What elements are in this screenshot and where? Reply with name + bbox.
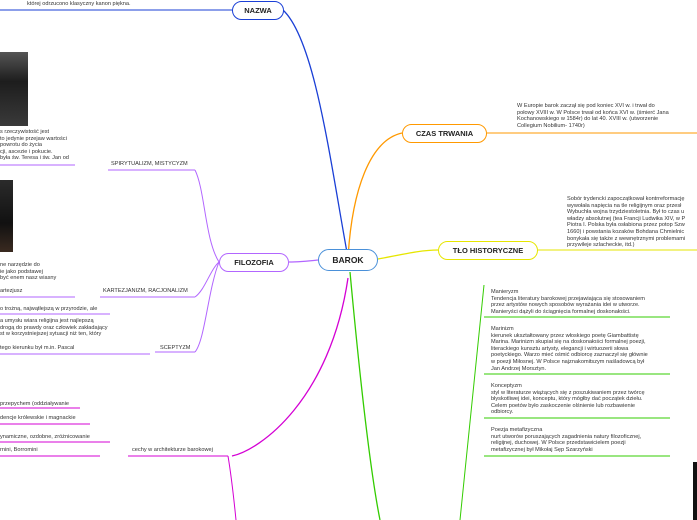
connector-scept	[194, 261, 220, 353]
label-sceptyzm[interactable]: SCEPTYZM	[160, 345, 191, 351]
kartezjanizm-text: ne narzędzie do ie jako podstawej być en…	[0, 262, 57, 282]
branch-tlo-historyczne[interactable]: TŁO HISTORYCZNE	[438, 241, 538, 260]
portrait-image-1	[0, 52, 28, 126]
connector-tlo	[377, 249, 439, 260]
sceptyzm-text-a: o trożną, najwątłejszą w przyrodzie, ale	[0, 306, 98, 312]
connector-nazwa	[282, 9, 349, 259]
connector-nurty	[349, 271, 381, 520]
portrait-image-2	[0, 180, 13, 252]
konceptyzm-text: Konceptyzm styl w literaturze wiążących …	[491, 383, 645, 416]
architecture-text-d: rnini, Borromini	[0, 447, 38, 453]
architecture-text-c: ynamiczne, ozdobne, zróżnicowanie	[0, 434, 90, 440]
poezja-metafizyczna-text: Poezja metafizyczna nurt utworów porusza…	[491, 427, 642, 453]
nazwa-text: której odrzucono klasyczny kanon piękna.	[27, 1, 131, 7]
connector-nurty-vertical	[459, 284, 485, 520]
sceptyzm-text-c: tego kierunku był m.in. Pascal	[0, 345, 75, 351]
connector-kart	[194, 261, 220, 298]
connector-arch	[231, 277, 349, 457]
center-node[interactable]: BAROK	[318, 249, 378, 271]
tlo-text: Sobór trydencki zapoczątkował kontrrefor…	[567, 196, 686, 249]
architecture-text-a: przepychem (oddziaływanie	[0, 401, 70, 407]
connector-spir	[194, 169, 220, 263]
edge-image-fragment	[693, 462, 697, 520]
connector-arch-down	[227, 455, 237, 520]
branch-czas-trwania[interactable]: CZAS TRWANIA	[402, 124, 487, 143]
label-kartezjanizm[interactable]: KARTEZJANIZM, RACJONALIZM	[103, 288, 188, 294]
sceptyzm-text-b: a umysłu wiara religijna jest najlepszą …	[0, 318, 108, 338]
spirytualizm-text: s rzeczywistość jest to jedynie przejaw …	[0, 129, 69, 162]
kartezjanizm-fragment: artezjusz	[0, 288, 23, 294]
label-architektura[interactable]: cechy w architekturze barokowej	[132, 447, 213, 453]
branch-nazwa[interactable]: NAZWA	[232, 1, 284, 20]
label-spirytualizm[interactable]: SPIRYTUALIZM, MISTYCYZM	[111, 161, 188, 167]
connector-filozofia	[288, 259, 319, 263]
manieryzm-text: Manieryzm Tendencja literatury barokowej…	[491, 289, 645, 315]
czas-text: W Europie barok zaczął się pod koniec XV…	[517, 103, 669, 129]
marinizm-text: Marinizm kierunek ukształtowany przez wł…	[491, 326, 648, 372]
branch-filozofia[interactable]: FILOZOFIA	[219, 253, 289, 272]
connector-czas	[347, 132, 403, 259]
architecture-text-b: dencje królewskie i magnackie	[0, 415, 76, 421]
